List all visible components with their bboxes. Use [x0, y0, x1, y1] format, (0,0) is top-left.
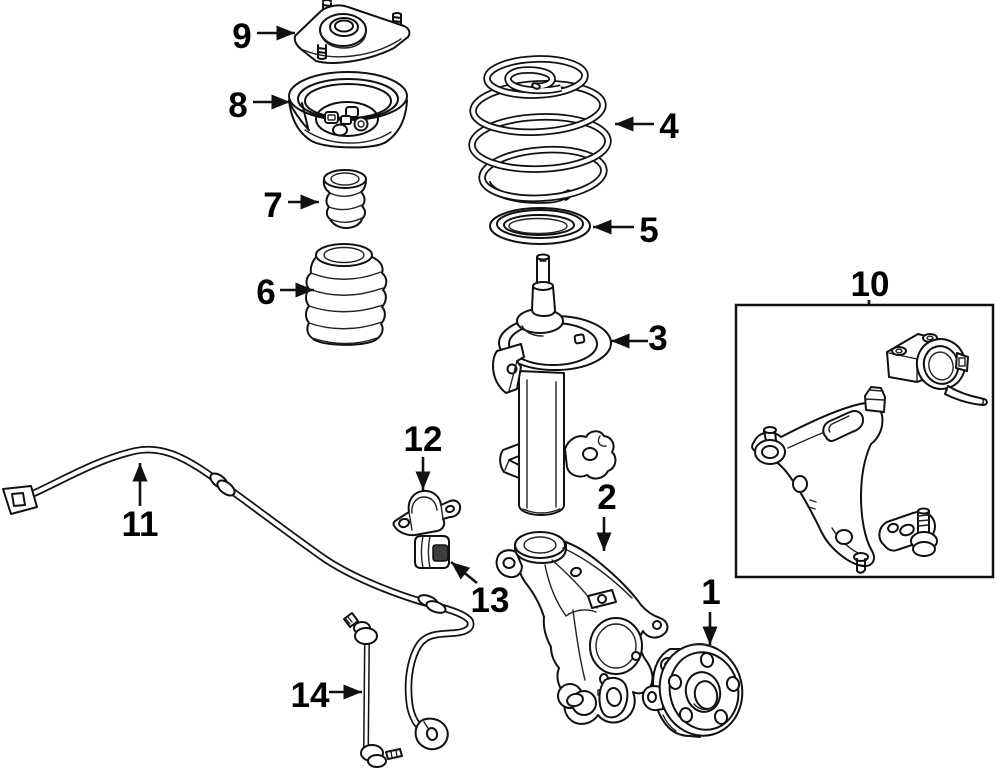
callout-4[interactable]: 4	[615, 107, 679, 146]
hub-ear	[641, 685, 664, 712]
callout-label-4[interactable]: 4	[659, 107, 679, 146]
stabilizer-bar-end-tab	[2, 485, 38, 515]
callout-label-8[interactable]: 8	[228, 86, 247, 125]
knuckle-top-boss	[514, 531, 567, 564]
callout-2[interactable]: 2	[596, 478, 617, 551]
arm-rear-stud	[853, 552, 869, 574]
rear-bushing-clamp	[886, 333, 988, 406]
upper-spring-seat-drawing	[288, 71, 408, 149]
callout-label-6[interactable]: 6	[256, 273, 275, 312]
stabilizer-bar-drawing	[2, 446, 475, 751]
stabilizer-bushing-drawing	[414, 535, 450, 569]
callout-12[interactable]: 12	[404, 420, 443, 490]
stabilizer-bar-end-eye	[414, 717, 449, 751]
steering-knuckle-drawing	[495, 531, 669, 725]
callout-label-13[interactable]: 13	[471, 581, 510, 620]
callout-6[interactable]: 6	[256, 273, 314, 312]
callout-label-2[interactable]: 2	[597, 478, 616, 517]
strut-clevis-bracket	[564, 430, 617, 480]
callout-label-1[interactable]: 1	[701, 573, 720, 612]
callout-8[interactable]: 8	[228, 86, 290, 125]
strut-rod	[531, 253, 556, 317]
callout-label-12[interactable]: 12	[404, 420, 443, 459]
strut-lower-bracket	[499, 443, 520, 479]
bump-stop-drawing	[322, 169, 367, 229]
knuckle-left-ear	[495, 549, 523, 579]
strut-side-tab	[492, 343, 525, 394]
arm-front-bushing	[754, 426, 786, 465]
callout-14[interactable]: 14	[291, 676, 362, 715]
callout-7[interactable]: 7	[263, 186, 319, 225]
callout-label-9[interactable]: 9	[232, 17, 251, 56]
lower-spring-seat-drawing	[489, 207, 591, 245]
control-arm-kit-drawing	[734, 303, 995, 579]
callout-5[interactable]: 5	[593, 211, 659, 250]
callout-label-7[interactable]: 7	[263, 186, 282, 225]
control-arm	[751, 386, 886, 574]
callout-label-14[interactable]: 14	[291, 676, 330, 715]
callout-label-11[interactable]: 11	[122, 505, 159, 544]
hub-bearing-drawing	[641, 643, 744, 738]
callout-label-3[interactable]: 3	[648, 319, 667, 358]
strut-drawing	[492, 253, 617, 516]
stabilizer-bar-bushing-stop	[417, 594, 447, 614]
callout-9[interactable]: 9	[232, 17, 295, 56]
callout-label-5[interactable]: 5	[639, 211, 658, 250]
callout-1[interactable]: 1	[701, 573, 721, 645]
callout-13[interactable]: 13	[450, 560, 510, 620]
mount-stud	[392, 12, 402, 29]
link-lower-ball-stud	[360, 744, 403, 768]
knuckle-lower-lobes	[557, 676, 629, 719]
coil-spring-drawing	[468, 55, 612, 204]
ball-joint	[878, 507, 938, 557]
link-upper-ball-stud	[343, 612, 378, 645]
dust-boot-drawing	[305, 243, 388, 346]
stabilizer-bar-bushing-stop	[209, 472, 236, 497]
knuckle-bolt-boss	[587, 589, 617, 609]
callout-10[interactable]: 10	[851, 265, 890, 305]
callout-label-10[interactable]: 10	[851, 265, 890, 304]
stabilizer-link-drawing	[343, 612, 403, 768]
callout-3[interactable]: 3	[611, 319, 668, 358]
mount-stud	[317, 44, 327, 60]
stabilizer-bracket-drawing	[392, 489, 462, 537]
strut-mount-drawing	[293, 0, 411, 64]
callout-11[interactable]: 11	[122, 463, 159, 544]
